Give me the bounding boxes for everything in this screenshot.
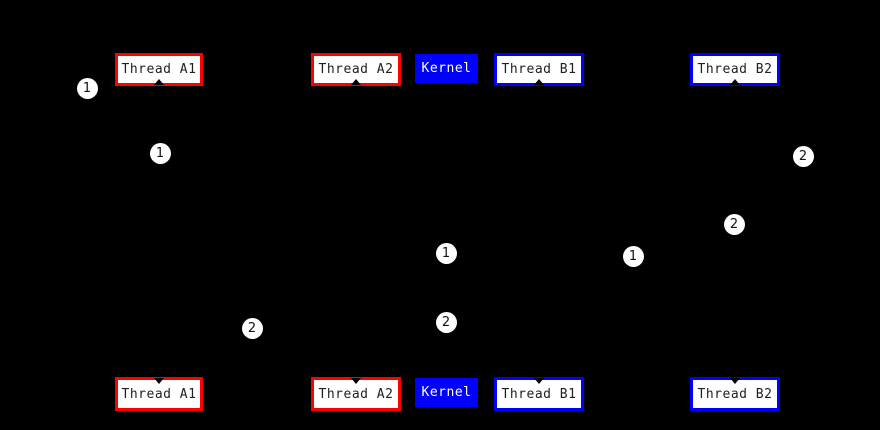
step-marker-2: 2 (241, 317, 263, 339)
step-marker-2: 2 (792, 145, 814, 167)
box-kernel-top: Kernel (415, 54, 478, 83)
thread-box-label: Thread B1 (501, 386, 577, 402)
step-marker-2: 2 (723, 213, 745, 235)
step-marker-label: 1 (82, 80, 92, 96)
step-marker-1: 1 (76, 77, 98, 99)
arrowhead-notch-icon (730, 378, 740, 384)
thread-box-label: Kernel (421, 385, 472, 400)
thread-box-label: Kernel (421, 61, 472, 76)
step-marker-1: 1 (622, 245, 644, 267)
arrowhead-notch-icon (154, 79, 164, 85)
box-thread-a1-bottom: Thread A1 (115, 377, 203, 411)
box-thread-b2-bottom: Thread B2 (690, 377, 780, 411)
box-thread-a2-top: Thread A2 (311, 53, 401, 86)
step-marker-label: 1 (441, 245, 451, 261)
step-marker-2: 2 (435, 311, 457, 333)
thread-box-label: Thread A1 (121, 62, 197, 77)
arrowhead-notch-icon (351, 79, 361, 85)
thread-box-label: Thread A2 (318, 386, 394, 402)
box-thread-a1-top: Thread A1 (115, 53, 203, 86)
arrowhead-notch-icon (351, 378, 361, 384)
step-marker-label: 1 (155, 145, 165, 161)
box-thread-b1-top: Thread B1 (494, 53, 584, 86)
step-marker-label: 2 (798, 148, 808, 164)
arrowhead-notch-icon (534, 378, 544, 384)
step-marker-label: 1 (628, 248, 638, 264)
step-marker-1: 1 (435, 242, 457, 264)
step-marker-1: 1 (149, 142, 171, 164)
step-marker-label: 2 (729, 216, 739, 232)
thread-box-label: Thread B2 (697, 62, 773, 77)
box-thread-a2-bottom: Thread A2 (311, 377, 401, 411)
thread-box-label: Thread B1 (501, 62, 577, 77)
arrowhead-notch-icon (730, 79, 740, 85)
arrowhead-notch-icon (154, 378, 164, 384)
step-marker-label: 2 (247, 320, 257, 336)
thread-box-label: Thread B2 (697, 386, 773, 402)
thread-box-label: Thread A1 (121, 386, 197, 402)
arrowhead-notch-icon (534, 79, 544, 85)
box-thread-b2-top: Thread B2 (690, 53, 780, 86)
thread-box-label: Thread A2 (318, 62, 394, 77)
box-thread-b1-bottom: Thread B1 (494, 377, 584, 411)
step-marker-label: 2 (441, 314, 451, 330)
box-kernel-bottom: Kernel (415, 378, 478, 407)
